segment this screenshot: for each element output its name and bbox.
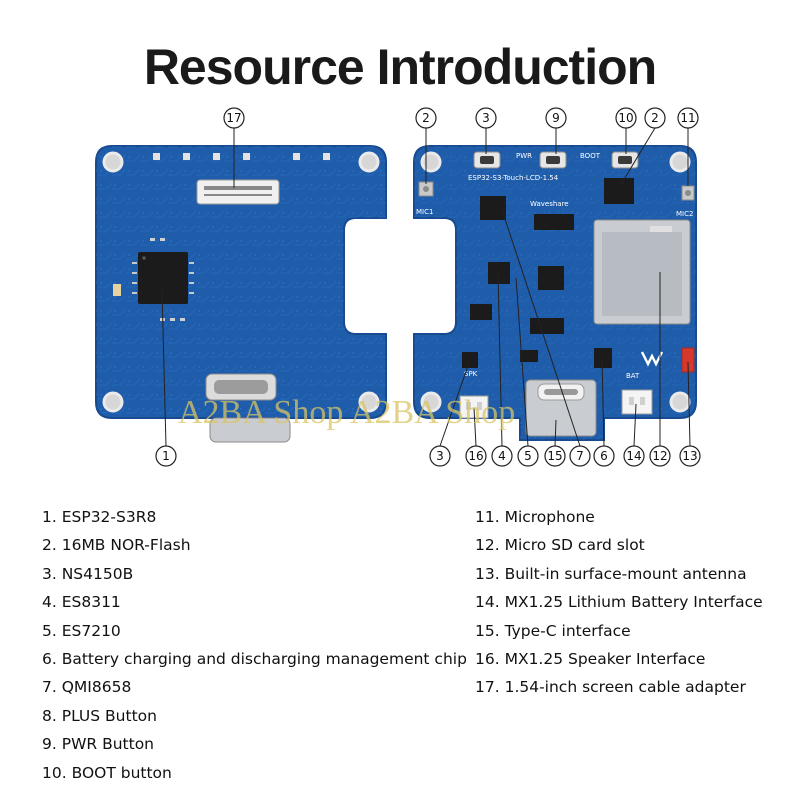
resource-list-left: 1. ESP32-S3R8 2. 16MB NOR-Flash 3. NS415… (42, 503, 467, 787)
list-item: 10. BOOT button (42, 763, 172, 782)
board-front: MIC1 MIC2 PWR BOOT ESP32-S3-Touch-LCD-1.… (413, 145, 697, 441)
spk-label: SPK (464, 370, 478, 378)
list-item: 15. Type-C interface (475, 621, 631, 640)
svg-text:14: 14 (626, 449, 641, 463)
list-item: 1. ESP32-S3R8 (42, 508, 157, 526)
svg-text:11: 11 (680, 111, 695, 125)
nor-flash-chip (604, 178, 634, 204)
esp32-s3r8-chip (138, 252, 188, 304)
list-item: 14. MX1.25 Lithium Battery Interface (475, 593, 763, 612)
list-item: 8. PLUS Button (42, 706, 157, 725)
pwr-label: PWR (516, 152, 532, 160)
leader-lines (161, 127, 691, 447)
list-item: 11. Microphone (475, 508, 595, 526)
list-item: 2. 16MB NOR-Flash (42, 536, 191, 555)
callout-3-top: 3 (475, 107, 497, 129)
mounting-holes (102, 151, 380, 413)
svg-text:10: 10 (618, 111, 633, 125)
svg-text:3: 3 (436, 449, 444, 463)
list-item: 17. 1.54-inch screen cable adapter (475, 678, 746, 697)
callout-12: 12 (649, 445, 671, 467)
list-item: 6. Battery charging and discharging mana… (42, 649, 467, 668)
brand-label: Waveshare (530, 200, 569, 208)
svg-text:3: 3 (482, 111, 490, 125)
pwr-button[interactable] (539, 151, 567, 169)
list-item: 7. QMI8658 (42, 678, 132, 697)
callouts: 17 2 3 9 10 2 11 1 3 16 4 5 15 7 6 14 12… (155, 107, 701, 467)
svg-text:15: 15 (547, 449, 562, 463)
micro-sd-slot (593, 219, 691, 325)
list-item: 3. NS4150B (42, 564, 134, 583)
svg-text:1: 1 (162, 449, 170, 463)
mic2-label: MIC2 (676, 210, 693, 218)
plus-button[interactable] (473, 151, 501, 169)
callout-10: 10 (615, 107, 637, 129)
callout-5: 5 (517, 445, 539, 467)
es7210-chip (538, 266, 564, 290)
es8311-chip (488, 262, 510, 284)
type-c-interface (525, 379, 597, 437)
callout-14: 14 (623, 445, 645, 467)
svg-text:17: 17 (226, 111, 241, 125)
svg-text:12: 12 (652, 449, 667, 463)
list-item: 16. MX1.25 Speaker Interface (475, 649, 706, 668)
bat-label: BAT (626, 372, 640, 380)
page-title: Resource Introduction (143, 39, 657, 95)
svg-text:2: 2 (651, 111, 659, 125)
speaker-connector (459, 395, 489, 419)
board-diagram: MIC1 MIC2 PWR BOOT ESP32-S3-Touch-LCD-1.… (95, 107, 701, 467)
list-item: 9. PWR Button (42, 735, 155, 754)
svg-text:6: 6 (600, 449, 608, 463)
mic1-label: MIC1 (416, 208, 433, 216)
battery-connector (621, 389, 653, 415)
svg-text:7: 7 (576, 449, 584, 463)
boot-label: BOOT (580, 152, 601, 160)
list-item: 13. Built-in surface-mount antenna (475, 564, 747, 583)
list-item: 12. Micro SD card slot (475, 536, 645, 555)
resource-list-right: 11. Microphone 12. Micro SD card slot 13… (475, 503, 763, 702)
charge-manager-chip (594, 348, 612, 368)
board-back (95, 145, 387, 443)
svg-text:5: 5 (524, 449, 532, 463)
callout-3-bottom: 3 (429, 445, 451, 467)
watermark: A2BA Shop A2BA Shop (178, 394, 515, 431)
callout-9: 9 (545, 107, 567, 129)
callout-11: 11 (677, 107, 699, 129)
callout-15: 15 (544, 445, 566, 467)
list-item: 4. ES8311 (42, 593, 121, 612)
callout-13: 13 (679, 445, 701, 467)
callout-4: 4 (491, 445, 513, 467)
svg-text:2: 2 (422, 111, 430, 125)
callout-6: 6 (593, 445, 615, 467)
board-name-label: ESP32-S3-Touch-LCD-1.54 (468, 174, 559, 182)
svg-text:4: 4 (498, 449, 506, 463)
screen-cable-adapter (196, 179, 280, 205)
callout-17: 17 (223, 107, 245, 129)
boot-button[interactable] (611, 151, 639, 169)
list-item: 5. ES7210 (42, 621, 121, 640)
callout-7: 7 (569, 445, 591, 467)
callout-2-mic: 2 (415, 107, 437, 129)
qmi8658-chip (480, 196, 506, 220)
svg-text:9: 9 (552, 111, 560, 125)
callout-1: 1 (155, 445, 177, 467)
svg-text:16: 16 (468, 449, 483, 463)
svg-text:13: 13 (682, 449, 697, 463)
callout-16: 16 (465, 445, 487, 467)
callout-2-flash: 2 (644, 107, 666, 129)
